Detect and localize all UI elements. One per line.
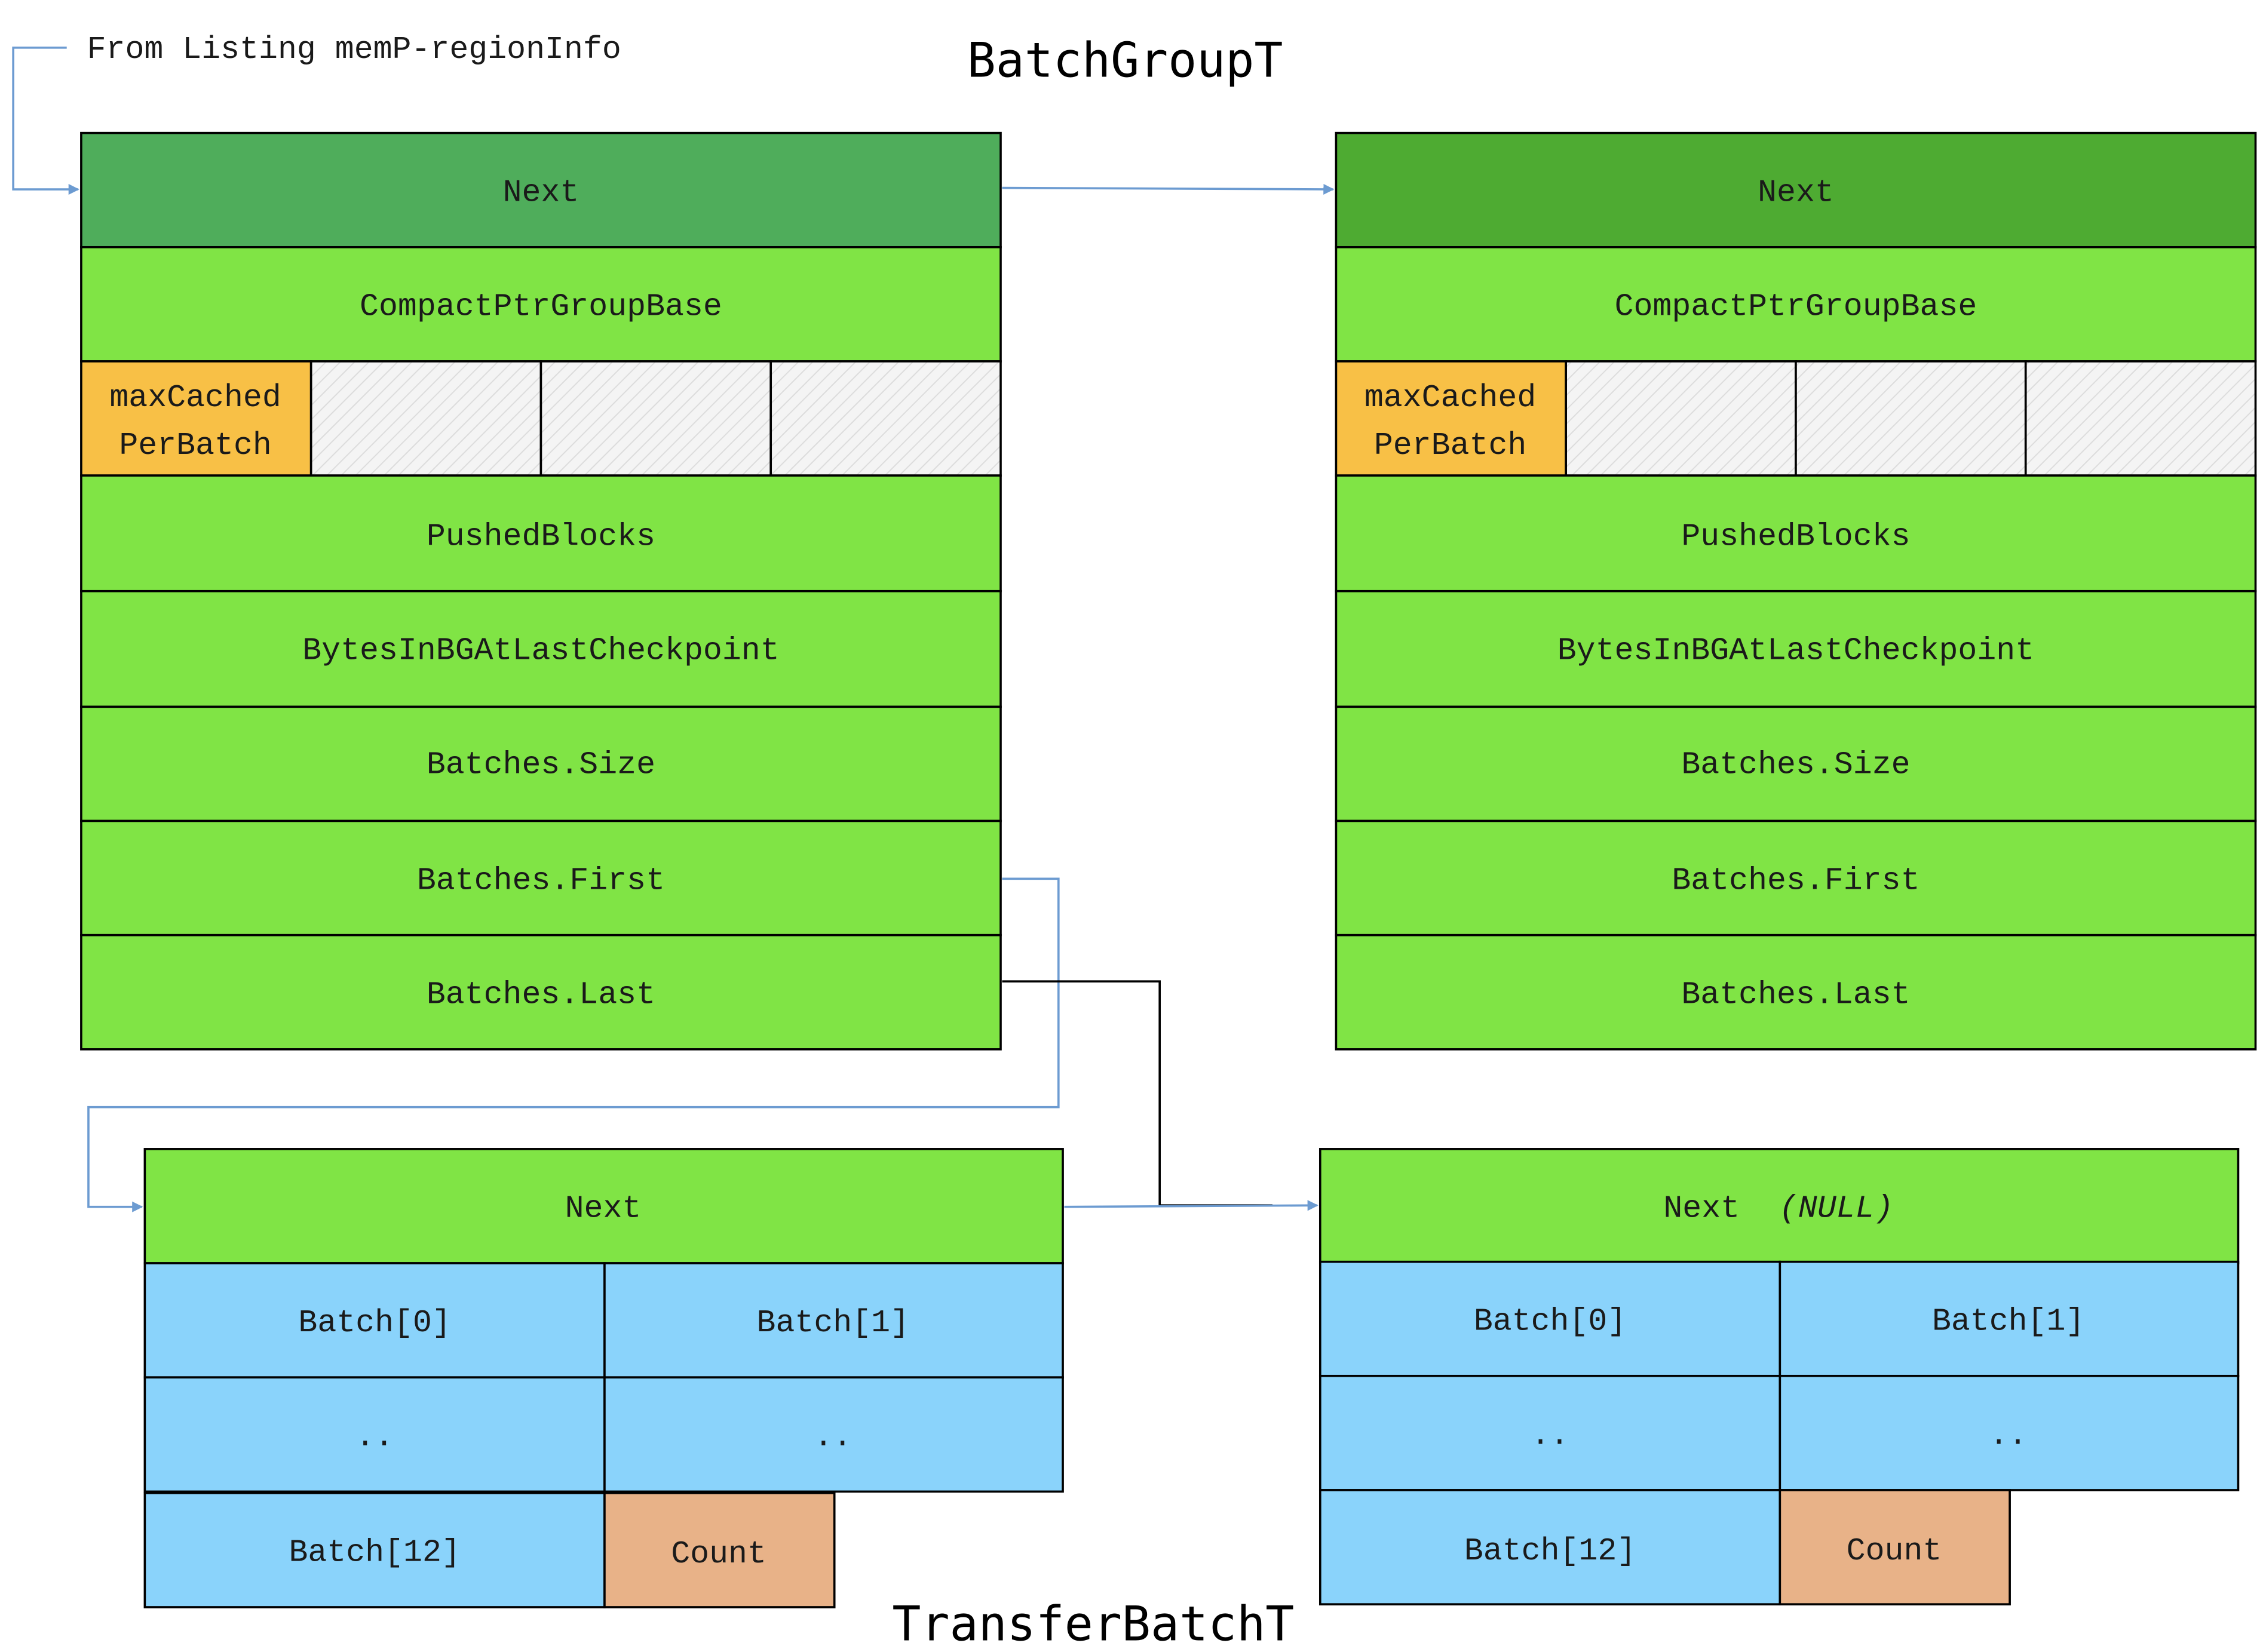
count-label: Count <box>671 1536 766 1572</box>
next-label: Next <box>1758 174 1834 210</box>
batch-1-cell <box>1778 1260 2240 1377</box>
pushed-blocks-cell <box>80 474 1002 592</box>
ellipsis-cell <box>603 1376 1064 1493</box>
batches-first-label: Batches.First <box>1672 862 1919 898</box>
padding-cell <box>2024 360 2257 477</box>
batch-12-label: Batch[12] <box>289 1535 460 1571</box>
batches-last-cell <box>1335 934 2257 1051</box>
batches-last-label: Batches.Last <box>1681 977 1910 1012</box>
batch-12-cell <box>143 1491 606 1608</box>
count-cell <box>1778 1489 2011 1605</box>
ellipsis-label: .. <box>355 1419 394 1455</box>
padding-cell <box>539 360 772 477</box>
padding-cell <box>1565 360 1797 477</box>
next-label: Next <box>503 174 579 210</box>
batch-group-title: BatchGroupT <box>967 32 1283 88</box>
batch-1-cell <box>603 1262 1064 1379</box>
ellipsis-label: .. <box>814 1419 852 1455</box>
source-note: From Listing memP-regionInfo <box>87 32 621 67</box>
ellipsis-label: .. <box>1531 1418 1569 1454</box>
ellipsis-cell <box>1318 1374 1781 1491</box>
batches-first-label: Batches.First <box>417 862 665 898</box>
listing-pointer-arrow <box>12 47 79 195</box>
max-cached-label-line2: PerBatch <box>1374 428 1526 463</box>
bytes-in-bg-cell <box>1335 589 2257 708</box>
ellipsis-label: .. <box>1989 1418 2028 1454</box>
null-label: (NULL) <box>1779 1191 1894 1227</box>
padding-cell <box>769 360 1002 477</box>
batch-0-label: Batch[0] <box>298 1305 451 1341</box>
next-cell <box>143 1148 1064 1264</box>
batches-size-label: Batches.Size <box>427 747 655 783</box>
batches-last-cell <box>80 934 1002 1051</box>
batches-first-arrow <box>87 877 1060 1212</box>
batches-last-label: Batches.Last <box>427 977 655 1012</box>
max-cached-per-batch-cell <box>80 360 312 477</box>
batches-size-cell <box>80 705 1002 822</box>
count-cell <box>603 1491 836 1608</box>
next-null-label: Next (NULL) <box>1663 1191 1893 1227</box>
batch-12-cell <box>1318 1489 1781 1605</box>
max-cached-label-line2: PerBatch <box>119 428 271 463</box>
batches-size-label: Batches.Size <box>1681 747 1910 783</box>
next-cell <box>1318 1148 2240 1264</box>
max-cached-label-line1: maxCached <box>109 380 281 416</box>
ellipsis-cell <box>143 1376 606 1493</box>
padding-cell <box>1795 360 2027 477</box>
batch-0-cell <box>1318 1260 1781 1377</box>
transfer-batch-left: Next Batch[0] Batch[1] .. .. Batch[12] C… <box>143 1148 1064 1608</box>
compact-ptr-group-base-label: CompactPtrGroupBase <box>1615 289 1977 325</box>
batch-group-next-arrow <box>1002 183 1335 195</box>
batches-first-cell <box>1335 819 2257 936</box>
batches-size-cell <box>1335 705 2257 822</box>
compact-ptr-group-base-cell <box>1335 245 2257 363</box>
next-cell <box>80 131 1002 248</box>
batch-group-right: Next CompactPtrGroupBase maxCached PerBa… <box>1335 131 2257 1051</box>
pushed-blocks-label: PushedBlocks <box>1681 518 1910 554</box>
compact-ptr-group-base-label: CompactPtrGroupBase <box>360 289 722 325</box>
transfer-batch-right: Next (NULL) Batch[0] Batch[1] .. .. Batc… <box>1318 1148 2240 1605</box>
compact-ptr-group-base-cell <box>80 245 1002 363</box>
bytes-in-bg-label: BytesInBGAtLastCheckpoint <box>302 632 779 668</box>
pushed-blocks-cell <box>1335 474 2257 592</box>
batch-12-label: Batch[12] <box>1464 1533 1636 1569</box>
batch-0-label: Batch[0] <box>1474 1303 1627 1339</box>
next-label: Next <box>565 1191 642 1227</box>
ellipsis-cell <box>1778 1374 2240 1491</box>
bytes-in-bg-label: BytesInBGAtLastCheckpoint <box>1557 632 2034 668</box>
batch-1-label: Batch[1] <box>1932 1303 2085 1339</box>
transfer-batch-next-arrow <box>1064 1200 1318 1211</box>
pushed-blocks-label: PushedBlocks <box>427 518 655 554</box>
bytes-in-bg-cell <box>80 589 1002 708</box>
count-label: Count <box>1847 1533 1942 1569</box>
batch-1-label: Batch[1] <box>757 1305 910 1341</box>
batch-0-cell <box>143 1262 606 1379</box>
max-cached-label-line1: maxCached <box>1364 380 1536 416</box>
batch-group-left: Next CompactPtrGroupBase maxCached PerBa… <box>80 131 1002 1051</box>
next-label: Next <box>1663 1191 1740 1227</box>
transfer-batch-title: TransferBatchT <box>892 1596 1294 1652</box>
padding-cell <box>309 360 542 477</box>
